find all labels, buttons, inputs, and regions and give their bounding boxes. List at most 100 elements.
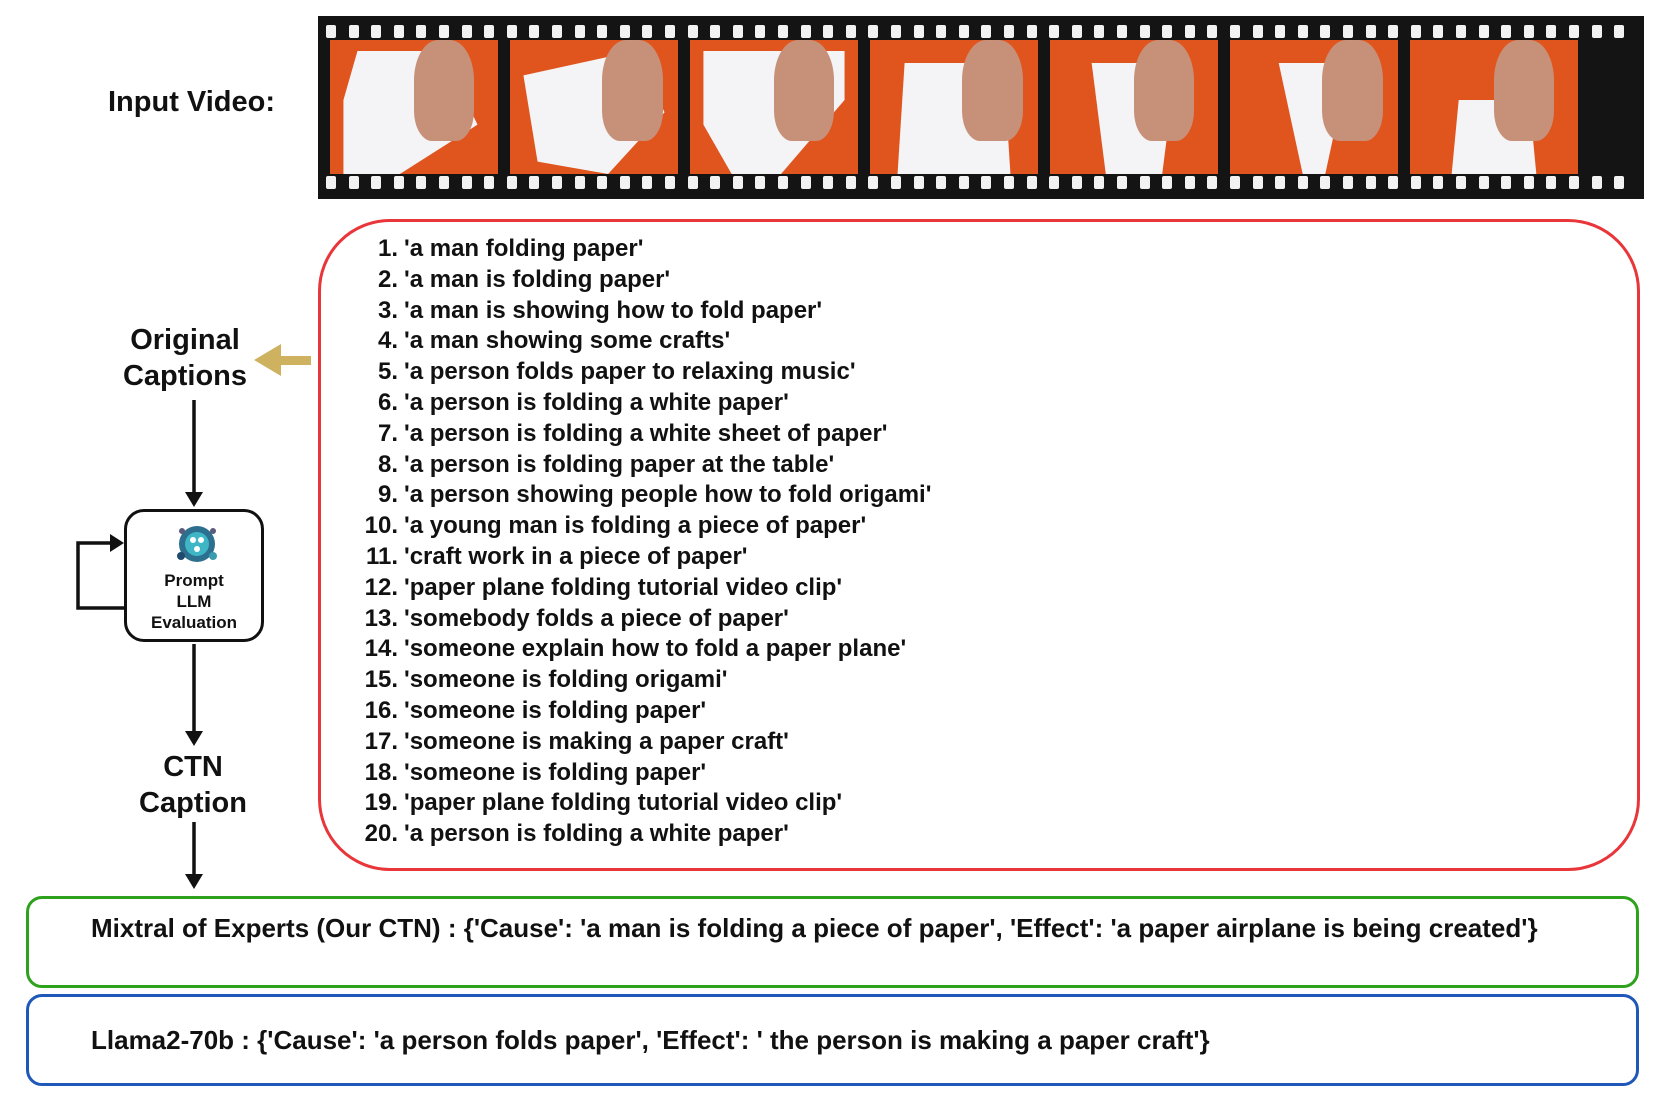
sprocket-hole <box>1252 176 1263 189</box>
sprocket-hole <box>1049 25 1060 38</box>
caption-item: 14.'someone explain how to fold a paper … <box>361 634 931 665</box>
sprocket-hole <box>936 176 947 189</box>
sprocket-hole <box>1230 176 1240 189</box>
caption-item: 8.'a person is folding paper at the tabl… <box>361 450 931 481</box>
sprocket-hole <box>981 176 992 189</box>
sprocket-hole <box>642 25 653 38</box>
sprocket-hole <box>597 176 608 189</box>
sprocket-hole <box>393 176 404 189</box>
caption-text: 'paper plane folding tutorial video clip… <box>404 573 843 601</box>
sprocket-hole <box>1297 25 1308 38</box>
sprocket-hole <box>778 176 788 189</box>
sprocket-hole <box>845 176 856 189</box>
sprocket-hole <box>1004 176 1014 189</box>
sprocket-hole <box>574 176 585 189</box>
sprocket-hole <box>1478 176 1489 189</box>
hand-shape <box>414 40 475 141</box>
prompt-llm-evaluation-box: Prompt LLM Evaluation <box>124 509 264 642</box>
folding-paper-frame-5 <box>1050 40 1218 174</box>
caption-item: 18.'someone is folding paper' <box>361 758 931 789</box>
sprocket-hole <box>1275 25 1286 38</box>
sprocket-hole <box>1546 25 1557 38</box>
caption-item: 17.'someone is making a paper craft' <box>361 727 931 758</box>
sprocket-hole <box>461 176 472 189</box>
prompt-box-line2: LLM <box>176 592 212 611</box>
sprocket-hole <box>823 176 834 189</box>
sprocket-hole <box>506 25 517 38</box>
sprocket-hole <box>1184 176 1195 189</box>
folding-paper-frame-4 <box>870 40 1038 174</box>
sprocket-hole <box>484 176 495 189</box>
sprocket-hole <box>1026 176 1037 189</box>
caption-item: 4.'a man showing some crafts' <box>361 326 931 357</box>
sprocket-hole <box>348 176 359 189</box>
sprocket-hole <box>552 176 562 189</box>
sprocket-hole <box>958 25 969 38</box>
caption-number: 17. <box>364 727 398 755</box>
sprocket-hole <box>371 25 382 38</box>
sprocket-hole <box>891 176 901 189</box>
sprocket-hole <box>1501 25 1512 38</box>
caption-item: 1.'a man folding paper' <box>361 234 931 265</box>
sprocket-hole <box>823 25 834 38</box>
caption-number: 4. <box>377 327 398 355</box>
folding-paper-frame-7 <box>1410 40 1578 174</box>
sprocket-hole <box>732 176 743 189</box>
sprocket-hole <box>958 176 969 189</box>
sprocket-hole <box>506 176 517 189</box>
sprocket-hole <box>1297 176 1308 189</box>
arrowhead-prompt-to-ctn <box>185 731 203 746</box>
caption-item: 13.'somebody folds a piece of paper' <box>361 604 931 635</box>
self-loop-connector <box>76 541 124 610</box>
caption-item: 5.'a person folds paper to relaxing musi… <box>361 357 931 388</box>
llm-brain-icon <box>177 526 217 562</box>
sprocket-hole <box>1546 176 1557 189</box>
folding-paper-frame-6 <box>1230 40 1398 174</box>
caption-text: 'a person showing people how to fold ori… <box>404 481 932 509</box>
filmstrip-sprockets-bottom <box>318 173 1644 193</box>
sprocket-hole <box>326 176 336 189</box>
sprocket-hole <box>913 25 924 38</box>
caption-text: 'someone is folding paper' <box>404 696 707 724</box>
hand-shape <box>774 40 835 141</box>
sprocket-hole <box>529 176 540 189</box>
sprocket-hole <box>687 25 698 38</box>
caption-number: 20. <box>364 820 398 848</box>
arrowhead-original-to-prompt <box>185 492 203 507</box>
sprocket-hole <box>1071 25 1082 38</box>
sprocket-hole <box>1207 176 1218 189</box>
sprocket-hole <box>1365 176 1376 189</box>
sprocket-hole <box>1230 25 1240 38</box>
caption-item: 11.'craft work in a piece of paper' <box>361 542 931 573</box>
hand-shape <box>1134 40 1195 141</box>
sprocket-hole <box>597 25 608 38</box>
caption-text: 'a man is showing how to fold paper' <box>404 296 823 324</box>
caption-number: 16. <box>364 696 398 724</box>
sprocket-hole <box>1162 176 1173 189</box>
self-loop-arrowhead <box>110 534 124 552</box>
hand-shape <box>1322 40 1383 141</box>
caption-number: 19. <box>364 789 398 817</box>
sprocket-hole <box>1388 176 1399 189</box>
caption-number: 13. <box>364 604 398 632</box>
caption-number: 2. <box>377 265 398 293</box>
caption-number: 8. <box>377 450 398 478</box>
sprocket-hole <box>552 25 562 38</box>
sprocket-hole <box>732 25 743 38</box>
hand-shape <box>1494 40 1555 141</box>
caption-number: 18. <box>364 758 398 786</box>
caption-item: 6.'a person is folding a white paper' <box>361 388 931 419</box>
sprocket-hole <box>1569 25 1579 38</box>
sprocket-hole <box>1591 25 1602 38</box>
sprocket-hole <box>1320 25 1331 38</box>
caption-text: 'a person is folding a white paper' <box>404 820 789 848</box>
caption-number: 10. <box>364 512 398 540</box>
caption-text: 'a man showing some crafts' <box>404 327 731 355</box>
sprocket-hole <box>665 25 675 38</box>
sprocket-hole <box>1094 25 1105 38</box>
caption-item: 7.'a person is folding a white sheet of … <box>361 419 931 450</box>
sprocket-hole <box>1569 176 1579 189</box>
sprocket-hole <box>1094 176 1105 189</box>
sprocket-hole <box>1117 176 1127 189</box>
sprocket-hole <box>1275 176 1286 189</box>
